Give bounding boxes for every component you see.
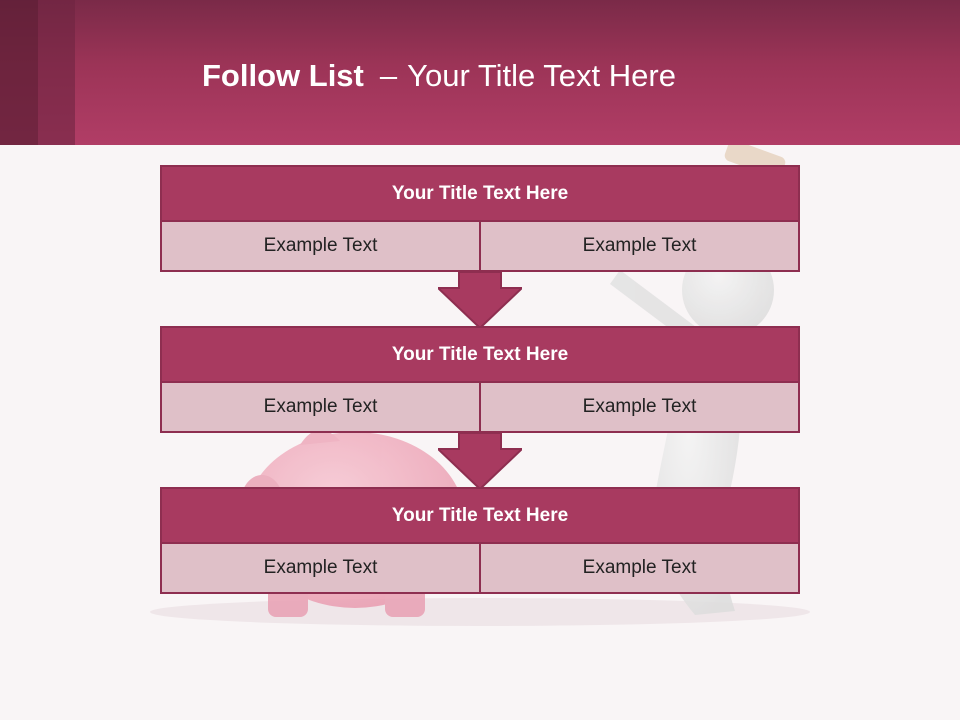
step-title: Your Title Text Here bbox=[160, 487, 800, 544]
step-left-text: Example Text bbox=[160, 544, 481, 594]
step-title: Your Title Text Here bbox=[160, 326, 800, 383]
down-arrow-icon bbox=[438, 433, 522, 489]
step-right-text: Example Text bbox=[481, 544, 800, 594]
step-box-2: Your Title Text Here Example Text Exampl… bbox=[160, 326, 800, 433]
slide-header: Follow List–Your Title Text Here bbox=[0, 0, 960, 145]
step-box-1: Your Title Text Here Example Text Exampl… bbox=[160, 165, 800, 272]
title-bold: Follow List bbox=[202, 58, 364, 93]
step-title: Your Title Text Here bbox=[160, 165, 800, 222]
down-arrow-icon bbox=[438, 272, 522, 328]
title-rest: Your Title Text Here bbox=[407, 58, 676, 93]
step-box-3: Your Title Text Here Example Text Exampl… bbox=[160, 487, 800, 594]
title-dash: – bbox=[379, 58, 398, 93]
header-stripe bbox=[0, 0, 38, 145]
header-stripe bbox=[38, 0, 75, 145]
step-left-text: Example Text bbox=[160, 383, 481, 433]
step-right-text: Example Text bbox=[481, 383, 800, 433]
step-right-text: Example Text bbox=[481, 222, 800, 272]
slide-title: Follow List–Your Title Text Here bbox=[202, 54, 676, 102]
step-left-text: Example Text bbox=[160, 222, 481, 272]
